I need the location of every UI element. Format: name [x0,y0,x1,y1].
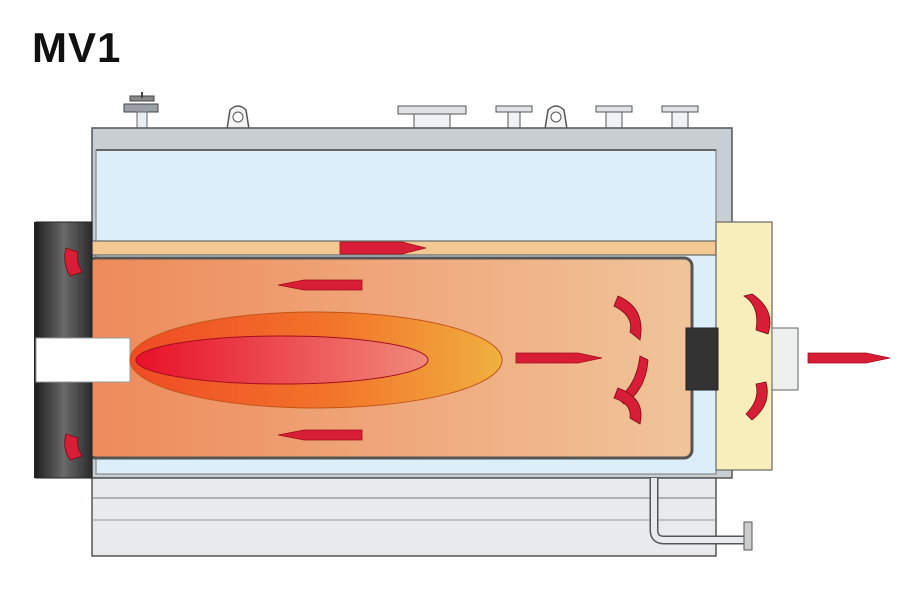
boiler-base [91,477,753,557]
flame-icon [129,311,503,409]
rear-smoke-box [715,221,799,471]
gas-flow-arrow-icon [613,295,642,341]
gas-flow-arrows [277,241,891,441]
gas-flow-arrow-icon [64,247,83,277]
gas-flow-arrow-icon [64,433,83,461]
gas-flow-arrow-icon [807,352,891,364]
burner-plate [34,221,131,479]
gas-flow-arrow-icon [515,352,603,364]
gas-flow-arrow-icon [277,429,363,441]
gas-flow-arrow-icon [339,241,427,255]
gas-flow-arrow-icon [745,381,768,421]
gas-flow-arrow-icon [742,293,771,335]
diagram-title: MV1 [32,24,122,71]
gas-flow-arrow-icon [613,387,642,425]
rear-chamber-door [685,327,719,391]
burner-opening [35,337,131,383]
reversal-flow-arrows [64,247,771,461]
gas-flow-arrow-icon [277,279,363,291]
